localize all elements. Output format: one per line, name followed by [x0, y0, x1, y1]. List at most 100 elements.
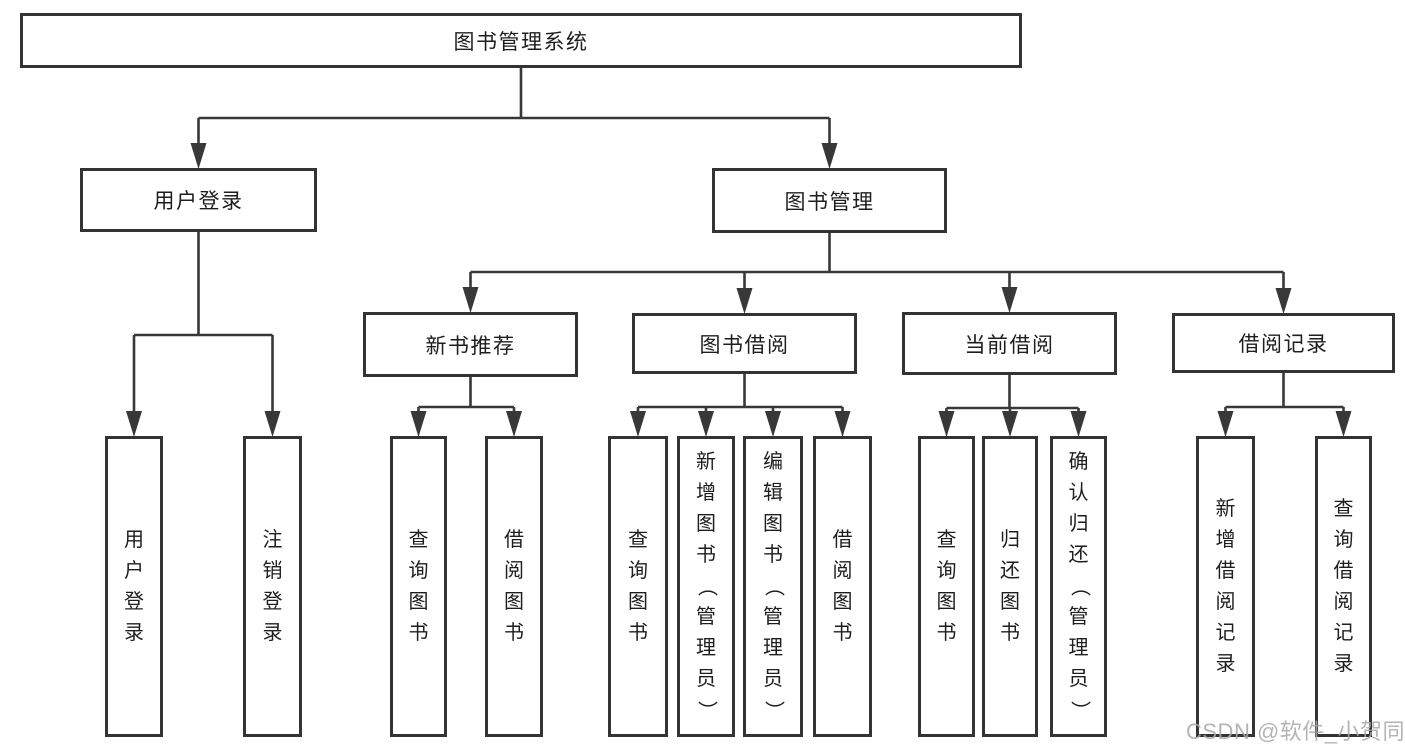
node-label-char: 图	[504, 590, 524, 613]
node-label-char: 销	[262, 559, 283, 582]
node-label-char: 查	[936, 528, 957, 551]
node-label-char: 管	[696, 606, 716, 628]
node-label-char: （	[1068, 576, 1090, 597]
node-label-char: 阅	[1333, 590, 1354, 613]
node-label-char: 认	[1068, 482, 1089, 504]
node-label-char: 图	[408, 590, 429, 613]
node-label-char: （	[695, 576, 718, 597]
node-label-char: 图	[832, 590, 853, 613]
arrowhead	[410, 411, 427, 437]
node-label-char: 书	[408, 621, 429, 644]
node-nr-borrow: 借阅图书	[485, 436, 543, 737]
node-label-char: 询	[936, 559, 957, 582]
node-label-char: 书	[504, 621, 524, 644]
node-label-char: 阅	[832, 559, 853, 582]
arrowhead	[1001, 287, 1018, 313]
node-label-char: 书	[763, 544, 783, 566]
node-borrow-rec: 借阅记录	[1172, 313, 1395, 373]
node-label-char: 图	[763, 513, 783, 535]
node-label-char: 书	[1000, 621, 1020, 644]
node-label: 用户登录	[153, 190, 244, 213]
arrowhead	[1002, 411, 1018, 437]
node-label-char: 询	[408, 559, 429, 582]
node-label-char: 书	[628, 621, 648, 644]
node-label-char: 询	[628, 559, 648, 582]
arrowhead	[834, 411, 851, 437]
node-label-char: 图	[628, 590, 648, 613]
node-label-char: 查	[408, 528, 429, 551]
arrowhead	[1217, 411, 1234, 437]
node-label-char: 注	[262, 528, 283, 551]
node-cb-return: 归还图书	[982, 436, 1038, 737]
node-label-char: 新	[1215, 497, 1236, 520]
node-label-char: 还	[1068, 544, 1089, 566]
node-label-char: 书	[832, 621, 853, 644]
arrowhead	[126, 411, 142, 437]
node-label-char: 理	[1068, 637, 1089, 659]
arrowhead	[1335, 411, 1352, 437]
node-label-char: ）	[762, 700, 785, 721]
arrowhead	[264, 411, 281, 437]
node-label-char: 书	[936, 621, 957, 644]
node-label-char: 理	[696, 637, 716, 659]
node-cb-confirm: 确认归还 （ 管理员 ）	[1050, 436, 1107, 737]
node-label-char: 管	[1068, 606, 1089, 628]
node-book-mgmt: 图书管理	[712, 168, 947, 233]
node-bb-add: 新增图书（管理员）	[677, 436, 735, 737]
arrowhead	[190, 143, 207, 169]
node-label-char: 归	[1068, 513, 1089, 535]
node-label-char: 增	[696, 482, 716, 504]
node-cb-query: 查询图书	[918, 436, 975, 737]
node-label: 图书管理	[784, 190, 875, 214]
node-root: 图书管理系统	[20, 13, 1022, 68]
watermark-text: CSDN @软件_小贺同学	[1186, 719, 1405, 744]
node-book-borrow: 图书借阅	[632, 313, 857, 374]
node-label-char: 录	[1333, 652, 1354, 675]
node-label: 图书管理系统	[453, 30, 589, 54]
node-label-char: 确	[1068, 451, 1089, 473]
node-label-char: 新	[696, 451, 716, 473]
arrowhead	[821, 143, 838, 169]
node-label-char: 用	[124, 528, 144, 551]
node-label-char: 员	[1068, 668, 1089, 690]
node-new-rec: 新书推荐	[363, 312, 578, 377]
arrowhead	[1070, 411, 1087, 437]
node-label-char: 理	[763, 637, 783, 659]
node-label: 新书推荐	[425, 334, 516, 358]
node-label-char: 员	[763, 668, 783, 690]
node-label-char: 登	[262, 590, 283, 613]
node-label-char: 编	[763, 451, 783, 473]
node-label-char: 录	[124, 621, 144, 644]
node-br-add: 新增借阅记录	[1196, 436, 1255, 737]
node-br-query: 查询借阅记录	[1315, 436, 1372, 737]
node-label: 图书借阅	[699, 333, 790, 357]
arrowhead	[1275, 288, 1292, 314]
node-label-char: 记	[1333, 621, 1354, 644]
node-bb-query: 查询图书	[608, 436, 668, 737]
node-nr-query: 查询图书	[390, 436, 447, 737]
node-label-char: 图	[936, 590, 957, 613]
node-leaf-user-login: 用户登录	[105, 436, 163, 737]
node-label-char: ）	[695, 700, 718, 721]
node-label-char: 阅	[1215, 590, 1236, 613]
node-label-char: 辑	[763, 482, 783, 504]
arrowhead	[736, 288, 753, 314]
node-label: 借阅记录	[1238, 333, 1329, 356]
node-label-char: 户	[124, 559, 144, 582]
node-label-char: ）	[1068, 700, 1090, 721]
arrowhead	[506, 411, 522, 437]
node-label-char: 还	[1000, 559, 1020, 582]
node-leaf-logout: 注销登录	[243, 436, 302, 737]
node-cur-borrow: 当前借阅	[902, 312, 1117, 375]
node-label-char: 登	[124, 590, 144, 613]
node-label-char: 查	[1333, 497, 1354, 520]
node-label-char: 记	[1215, 621, 1236, 644]
node-label: 当前借阅	[964, 333, 1055, 357]
node-label-char: 增	[1215, 528, 1236, 551]
node-label-char: 图	[696, 513, 716, 535]
node-label-char: 询	[1333, 528, 1354, 551]
node-label-char: 归	[1000, 528, 1020, 551]
arrowhead	[698, 411, 714, 437]
